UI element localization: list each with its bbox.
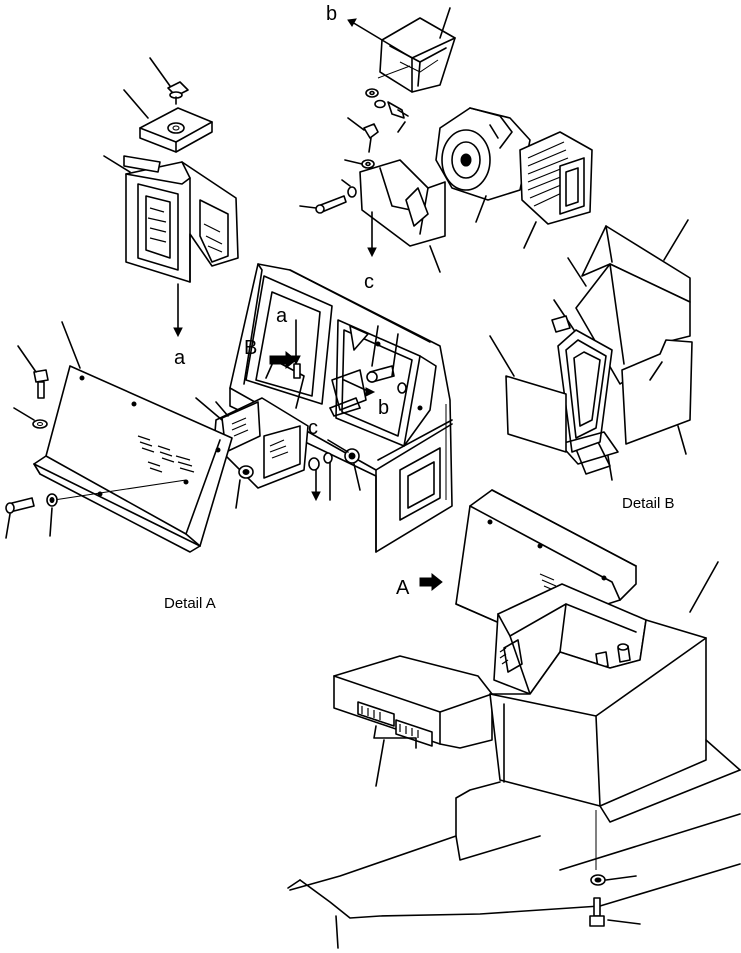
view-a-marker: A <box>396 577 410 599</box>
console-housing <box>229 263 453 553</box>
detail-a-caption: Detail A <box>164 595 216 612</box>
callout-a-left: a <box>174 347 186 369</box>
callout-a-center: a <box>276 305 288 327</box>
blower-mount-bracket <box>359 159 446 273</box>
console-fasteners <box>269 319 407 417</box>
callout-b-center: b <box>378 397 389 419</box>
panel-grommets <box>235 439 361 509</box>
switch-panel <box>195 397 309 489</box>
upper-bracket-assembly <box>347 7 456 93</box>
detail-b-caption: Detail B <box>622 495 675 512</box>
blower-fan-motor <box>435 107 593 249</box>
vent-cap-and-nut <box>123 57 213 153</box>
panel-left-fasteners <box>5 345 58 539</box>
view-b-marker: B <box>244 337 257 359</box>
instrument-panel-plate <box>33 321 233 553</box>
detail-b-assembly <box>489 219 693 481</box>
callout-c-top: c <box>364 271 374 293</box>
bottom-bolts <box>589 810 641 927</box>
washers-and-bolts-top <box>299 88 409 214</box>
callout-b-top: b <box>326 3 337 25</box>
defroster-duct <box>103 155 239 338</box>
assembled-cab-console <box>287 489 741 949</box>
callout-c-center: c <box>308 417 318 439</box>
